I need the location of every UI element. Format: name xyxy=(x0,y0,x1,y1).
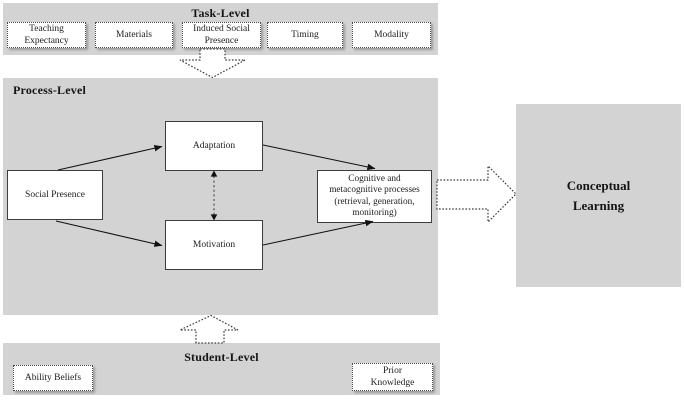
node-label: Social Presence xyxy=(25,189,85,200)
task-box-materials: Materials xyxy=(95,22,173,48)
task-box-label: Modality xyxy=(374,29,409,40)
conceptual-learning-box: Conceptual Learning xyxy=(516,104,681,287)
node-label: Motivation xyxy=(192,239,236,250)
block-arrow-student-to-process xyxy=(179,314,239,344)
task-box-label: Induced Social Presence xyxy=(193,23,250,46)
node-label: Cognitive and metacognitive processes (r… xyxy=(329,173,420,218)
task-level-panel: Task-Level Teaching Expectancy Materials… xyxy=(3,3,438,55)
student-box-ability-beliefs: Ability Beliefs xyxy=(13,365,93,391)
student-level-title: Student-Level xyxy=(184,350,259,364)
process-level-title: Process-Level xyxy=(13,83,87,97)
task-level-title: Task-Level xyxy=(191,6,250,20)
block-arrow-process-to-conceptual-learning xyxy=(436,164,517,224)
conceptual-learning-label: Conceptual Learning xyxy=(566,178,631,213)
node-label: Adaptation xyxy=(192,140,236,151)
student-level-panel: Student-Level Ability Beliefs Prior Know… xyxy=(3,343,440,395)
task-box-label: Timing xyxy=(291,29,319,40)
student-box-prior-knowledge: Prior Knowledge xyxy=(352,363,433,391)
task-box-teaching-expectancy: Teaching Expectancy xyxy=(7,22,86,48)
task-box-label: Teaching Expectancy xyxy=(24,23,69,46)
task-box-modality: Modality xyxy=(352,22,431,48)
student-box-label: Prior Knowledge xyxy=(370,365,415,388)
student-box-label: Ability Beliefs xyxy=(24,372,82,383)
node-cognitive-processes: Cognitive and metacognitive processes (r… xyxy=(317,170,432,223)
task-box-label: Materials xyxy=(116,29,152,40)
task-box-timing: Timing xyxy=(267,22,343,48)
node-adaptation: Adaptation xyxy=(165,121,263,171)
process-level-panel: Process-Level Social Presence Adaptation… xyxy=(3,78,438,315)
node-motivation: Motivation xyxy=(165,220,263,270)
node-social-presence: Social Presence xyxy=(7,170,103,220)
task-box-induced-social-presence: Induced Social Presence xyxy=(182,22,261,48)
